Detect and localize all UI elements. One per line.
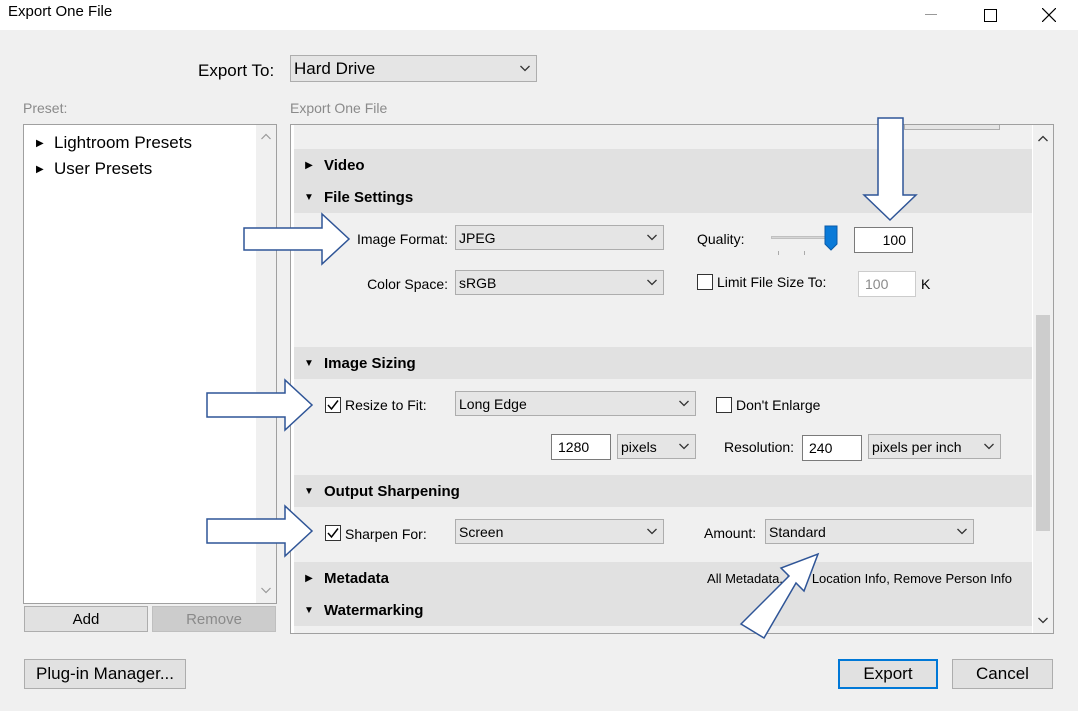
minimize-icon — [925, 14, 937, 15]
amount-label: Amount: — [704, 525, 757, 541]
sharpen-for-checkbox[interactable] — [325, 525, 341, 541]
sharpen-for-select[interactable]: Screen — [455, 519, 664, 544]
resolution-label: Resolution: — [724, 439, 795, 455]
size-unit-select[interactable]: pixels — [617, 434, 696, 459]
collapsed-triangle-icon: ▶ — [305, 159, 313, 171]
dont-enlarge-label: Don't Enlarge — [736, 397, 821, 413]
checkmark-icon — [327, 528, 339, 539]
chevron-down-icon — [520, 65, 530, 71]
settings-scrollbar[interactable] — [1033, 125, 1053, 633]
export-to-select[interactable]: Hard Drive — [290, 55, 537, 82]
resize-to-fit-checkbox[interactable] — [325, 397, 341, 413]
plugin-manager-button[interactable]: Plug-in Manager... — [24, 659, 186, 689]
scroll-down-icon — [1038, 617, 1048, 624]
scroll-up-icon — [261, 133, 271, 140]
close-button[interactable] — [1021, 0, 1077, 30]
quality-slider-thumb[interactable] — [824, 225, 838, 251]
scroll-up-icon — [1038, 135, 1048, 142]
section-image-sizing[interactable]: ▼ Image Sizing — [294, 347, 1032, 379]
slider-tick — [804, 251, 805, 255]
add-preset-button[interactable]: Add — [24, 606, 148, 632]
chevron-down-icon — [679, 400, 689, 406]
chevron-down-icon — [647, 234, 657, 240]
expanded-triangle-icon: ▼ — [304, 357, 314, 369]
export-button[interactable]: Export — [838, 659, 938, 689]
limit-file-size-unit: K — [921, 276, 931, 292]
resolution-input[interactable]: 240 — [802, 435, 862, 461]
preset-scrollbar[interactable] — [256, 125, 276, 603]
chevron-down-icon — [647, 279, 657, 285]
chevron-down-icon — [957, 528, 967, 534]
maximize-button[interactable] — [962, 0, 1018, 30]
settings-panel: ▶ Video ▼ File Settings Image Format: JP… — [290, 124, 1054, 634]
metadata-summary: All Metadata, P… Location Info, Remove P… — [707, 570, 1012, 586]
export-to-value: Hard Drive — [294, 58, 376, 78]
preset-tree: ▶ Lightroom Presets ▶ User Presets — [23, 124, 277, 604]
export-to-label: Export To: — [198, 61, 275, 80]
cancel-button[interactable]: Cancel — [952, 659, 1053, 689]
window-title: Export One File — [8, 3, 113, 20]
amount-select[interactable]: Standard — [765, 519, 974, 544]
section-watermarking[interactable]: ▼ Watermarking — [294, 594, 1032, 626]
settings-content: ▶ Video ▼ File Settings Image Format: JP… — [294, 125, 1032, 633]
resize-to-fit-label: Resize to Fit: — [345, 397, 427, 413]
scroll-down-icon — [261, 587, 271, 594]
expand-triangle-icon[interactable]: ▶ — [36, 137, 44, 149]
remove-preset-button[interactable]: Remove — [152, 606, 276, 632]
preset-heading: Preset: — [23, 100, 68, 116]
image-format-select[interactable]: JPEG — [455, 225, 664, 250]
checkmark-icon — [327, 400, 339, 411]
limit-file-size-label: Limit File Size To: — [717, 274, 827, 290]
limit-file-size-input[interactable]: 100 — [858, 271, 916, 297]
minimize-button[interactable] — [903, 0, 959, 30]
section-video[interactable]: ▶ Video — [294, 149, 1032, 181]
expanded-triangle-icon: ▼ — [304, 604, 314, 616]
title-bar: Export One File — [0, 0, 1078, 30]
chevron-down-icon — [984, 443, 994, 449]
quality-input[interactable]: 100 — [854, 227, 913, 253]
color-space-label: Color Space: — [367, 276, 448, 292]
chevron-down-icon — [679, 443, 689, 449]
image-format-label: Image Format: — [356, 231, 448, 247]
quality-label: Quality: — [697, 231, 745, 247]
chevron-down-icon — [647, 528, 657, 534]
scrollbar-thumb[interactable] — [1036, 315, 1050, 531]
clipped-control — [904, 125, 1000, 130]
panel-heading: Export One File — [290, 100, 388, 116]
expand-triangle-icon[interactable]: ▶ — [36, 163, 44, 175]
collapsed-triangle-icon: ▶ — [305, 572, 313, 584]
maximize-icon — [983, 8, 997, 22]
dont-enlarge-checkbox[interactable] — [716, 397, 732, 413]
slider-tick — [778, 251, 779, 255]
expanded-triangle-icon: ▼ — [304, 485, 314, 497]
close-icon — [1042, 8, 1056, 22]
tree-item-lightroom-presets[interactable]: ▶ Lightroom Presets — [36, 133, 192, 152]
color-space-select[interactable]: sRGB — [455, 270, 664, 295]
sharpen-for-label: Sharpen For: — [345, 526, 427, 542]
limit-file-size-checkbox[interactable] — [697, 274, 713, 290]
expanded-triangle-icon: ▼ — [304, 191, 314, 203]
resolution-unit-select[interactable]: pixels per inch — [868, 434, 1001, 459]
resize-to-fit-select[interactable]: Long Edge — [455, 391, 696, 416]
section-output-sharpening[interactable]: ▼ Output Sharpening — [294, 475, 1032, 507]
section-file-settings[interactable]: ▼ File Settings — [294, 181, 1032, 213]
section-metadata[interactable]: ▶ Metadata All Metadata, P… Location Inf… — [294, 562, 1032, 594]
tree-item-user-presets[interactable]: ▶ User Presets — [36, 159, 153, 178]
size-input[interactable]: 1280 — [551, 434, 611, 460]
